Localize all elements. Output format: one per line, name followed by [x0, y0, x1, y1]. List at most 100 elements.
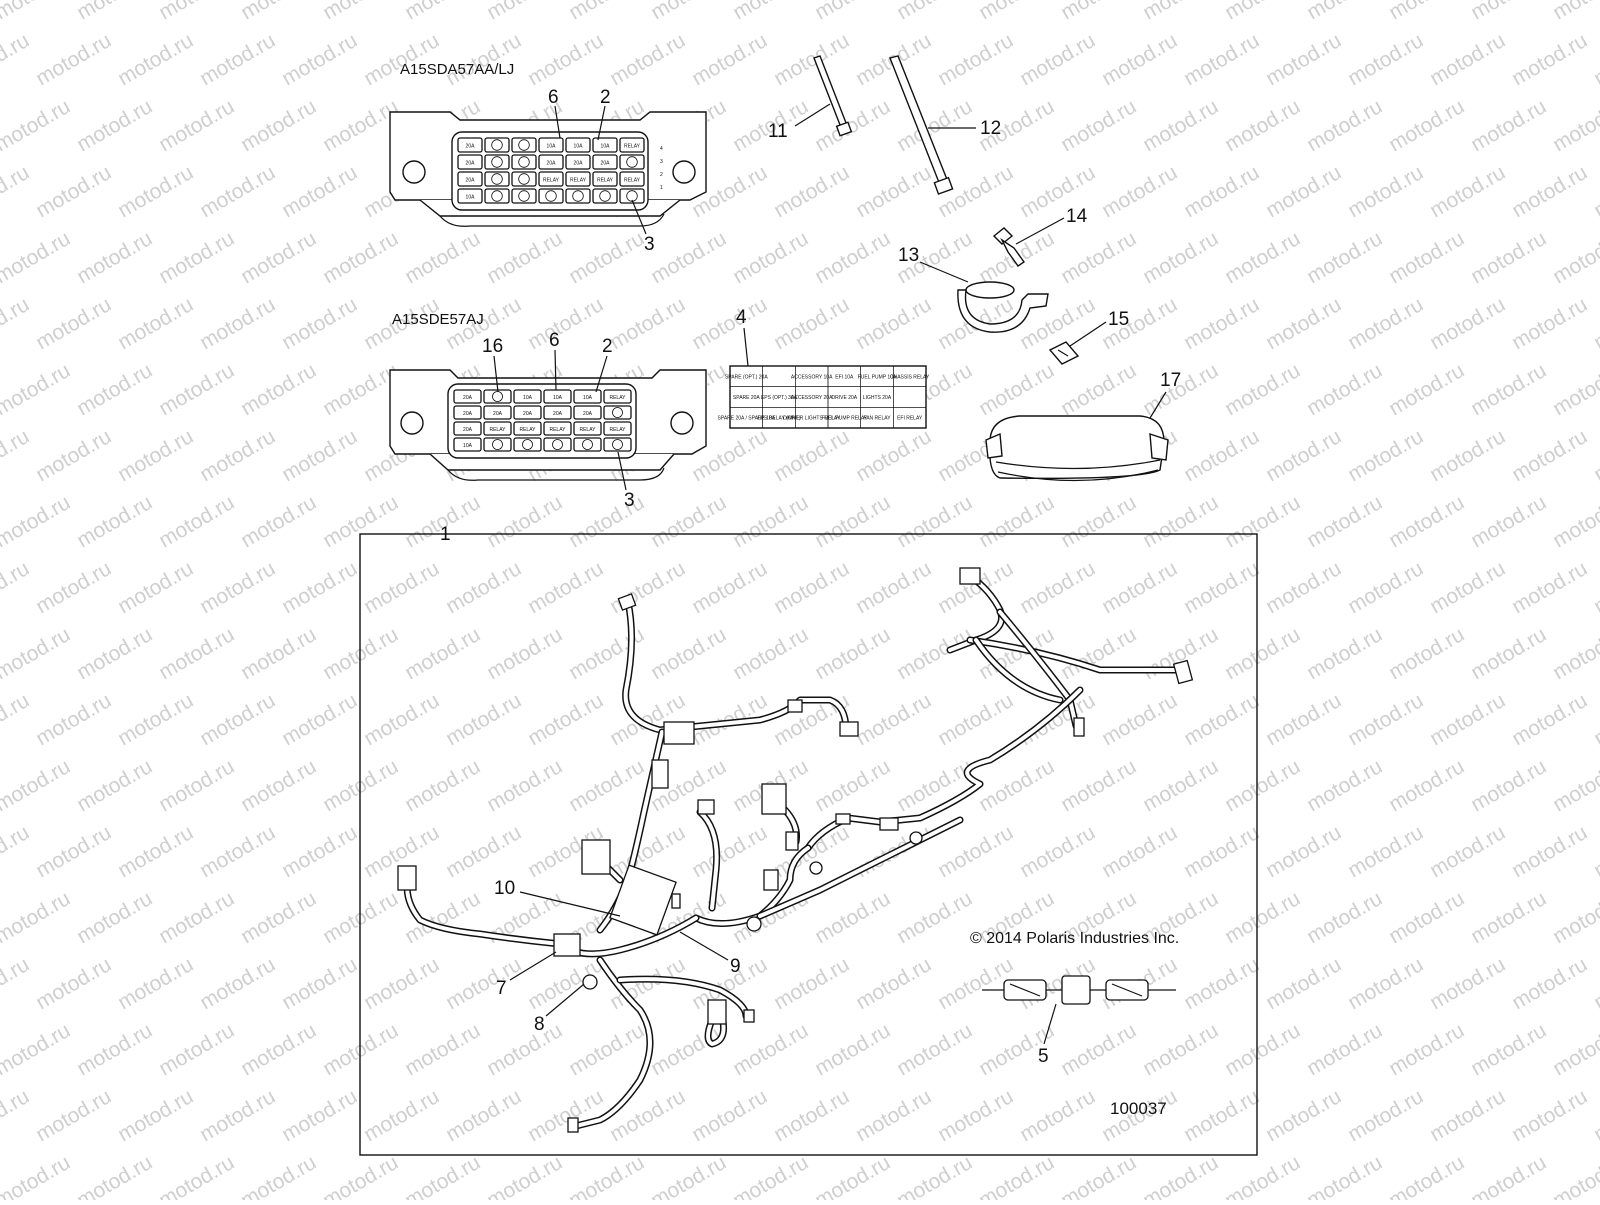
watermark-text: motod.ru [1508, 425, 1591, 486]
watermark-text: motod.ru [0, 689, 33, 750]
fuse-slot [457, 154, 483, 170]
watermark-text: motod.ru [1303, 227, 1386, 288]
fuse-slot [453, 437, 482, 452]
watermark-text: motod.ru [1467, 755, 1550, 816]
fuse-slot-label: 20A [547, 161, 557, 167]
watermark-text: motod.ru [278, 557, 361, 618]
fuse-slot-label: 20A [601, 161, 611, 167]
watermark-text: motod.ru [565, 623, 648, 684]
watermark-text: motod.ru [1303, 359, 1386, 420]
watermark-text: motod.ru [1385, 755, 1468, 816]
watermark-text: motod.ru [934, 689, 1017, 750]
watermark-text: motod.ru [1262, 161, 1345, 222]
watermark-text: motod.ru [73, 227, 156, 288]
watermark-text: motod.ru [1344, 689, 1427, 750]
fuse-slot-label: RELAY [579, 427, 596, 433]
watermark-text: motod.ru [237, 755, 320, 816]
fuse-slot-label: 20A [463, 427, 473, 433]
watermark-text: motod.ru [893, 623, 976, 684]
watermark-text: motod.ru [278, 425, 361, 486]
watermark-text: motod.ru [1180, 557, 1263, 618]
fuse-socket [491, 156, 503, 168]
main-wiring-harness [397, 567, 1194, 1133]
fuse-slot-label: 10A [601, 144, 611, 150]
watermark-text: motod.ru [196, 557, 279, 618]
watermark-text: motod.ru [893, 1151, 976, 1200]
watermark-text: motod.ru [278, 1085, 361, 1146]
watermark-text: motod.ru [565, 491, 648, 552]
watermark-text: motod.ru [442, 1085, 525, 1146]
watermark-text: motod.ru [606, 29, 689, 90]
fuse-socket [518, 190, 530, 202]
fuse-slot [573, 421, 602, 436]
watermark-text: motod.ru [1590, 293, 1600, 354]
callout-13: 13 [898, 245, 919, 266]
watermark-text: motod.ru [114, 557, 197, 618]
watermark-text: motod.ru [688, 293, 771, 354]
decal-cell-text: EFI 10A [835, 374, 854, 380]
callout-5: 5 [1038, 1046, 1049, 1067]
watermark-text: motod.ru [1180, 293, 1263, 354]
decal-cell-text: SPARE 20A [733, 395, 761, 401]
fuse-box-cover [985, 415, 1169, 482]
watermark-text: motod.ru [1549, 1151, 1600, 1200]
watermark-text: motod.ru [1385, 887, 1468, 948]
watermark-text: motod.ru [1016, 557, 1099, 618]
watermark-text: motod.ru [73, 359, 156, 420]
watermark-text: motod.ru [1385, 491, 1468, 552]
fuse-slot-label: 20A [493, 411, 503, 417]
fuse-socket [612, 407, 623, 418]
watermark-text: motod.ru [893, 887, 976, 948]
watermark-text: motod.ru [1467, 887, 1550, 948]
watermark-text: motod.ru [114, 1085, 197, 1146]
fuse-slot-label: 10A [553, 395, 563, 401]
watermark-text: motod.ru [647, 1151, 730, 1200]
watermark-text: motod.ru [1344, 557, 1427, 618]
watermark-text: motod.ru [1262, 821, 1345, 882]
watermark-text: motod.ru [1508, 293, 1591, 354]
decal-cell-text: FUEL PUMP 10A [858, 374, 897, 380]
watermark-text: motod.ru [729, 1019, 812, 1080]
watermark-text: motod.ru [1221, 755, 1304, 816]
watermark-text: motod.ru [1385, 359, 1468, 420]
callout-4: 4 [736, 307, 747, 328]
watermark-text: motod.ru [0, 821, 33, 882]
watermark-text: motod.ru [1098, 161, 1181, 222]
watermark-text: motod.ru [114, 293, 197, 354]
watermark-text: motod.ru [1467, 0, 1550, 24]
watermark-text: motod.ru [1057, 623, 1140, 684]
watermark-text: motod.ru [1549, 887, 1600, 948]
copyright-text: © 2014 Polaris Industries Inc. [970, 930, 1179, 947]
fuse-slot-label: RELAY [624, 178, 641, 184]
watermark-text: motod.ru [852, 161, 935, 222]
fuse-slot-label: RELAY [609, 395, 626, 401]
watermark-text: motod.ru [852, 689, 935, 750]
watermark-text: motod.ru [32, 425, 115, 486]
watermark-text: motod.ru [1262, 557, 1345, 618]
harness-wire-inner [698, 810, 719, 910]
fuse-slot [483, 405, 512, 420]
watermark-text: motod.ru [565, 1151, 648, 1200]
watermark-text: motod.ru [852, 425, 935, 486]
fuse-slot [565, 171, 591, 187]
fuse-socket [626, 190, 638, 202]
watermark-text: motod.ru [73, 1151, 156, 1200]
watermark-text: motod.ru [319, 0, 402, 24]
harness-wire-inner [694, 846, 810, 926]
fuse-slot [543, 405, 572, 420]
watermark-text: motod.ru [1549, 0, 1600, 24]
fuse-slot [457, 137, 483, 153]
watermark-text: motod.ru [0, 953, 33, 1014]
watermark-text: motod.ru [1180, 953, 1263, 1014]
fuse-slot-label: RELAY [624, 144, 641, 150]
watermark-text: motod.ru [32, 1085, 115, 1146]
model-label-middle: A15SDE57AJ [392, 311, 484, 328]
fuse-slot [573, 405, 602, 420]
watermark-text: motod.ru [155, 1151, 238, 1200]
watermark-text: motod.ru [1057, 0, 1140, 24]
watermark-text: motod.ru [483, 0, 566, 24]
watermark-text: motod.ru [1180, 425, 1263, 486]
watermark-text: motod.ru [1385, 623, 1468, 684]
decal-cell-text: FAN RELAY [863, 416, 891, 422]
watermark-text: motod.ru [1508, 689, 1591, 750]
